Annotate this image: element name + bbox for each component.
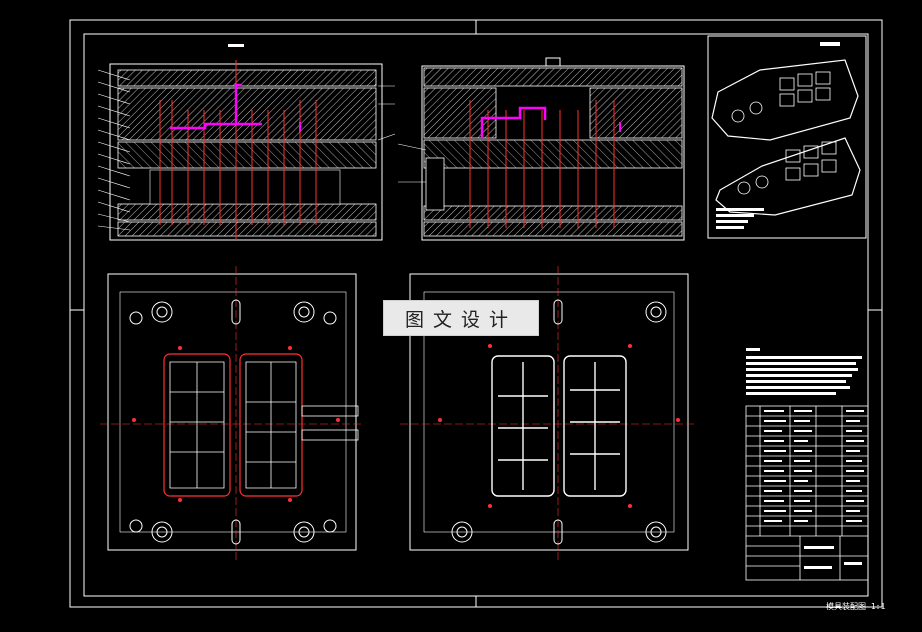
parts-list-text-marks bbox=[764, 410, 864, 569]
watermark-badge: 图文设计 bbox=[383, 300, 539, 336]
sheet-border bbox=[69, 19, 883, 608]
plan-view-moving-half bbox=[100, 266, 364, 560]
parts-list-table bbox=[745, 405, 869, 581]
section-view-right bbox=[397, 57, 685, 241]
technical-notes bbox=[746, 348, 862, 395]
plan-view-fixed-half bbox=[400, 266, 696, 560]
section-view-left bbox=[97, 44, 396, 241]
sheet-label: 模具装配图 1:1 bbox=[826, 602, 886, 611]
part-isometric-view bbox=[707, 35, 867, 239]
